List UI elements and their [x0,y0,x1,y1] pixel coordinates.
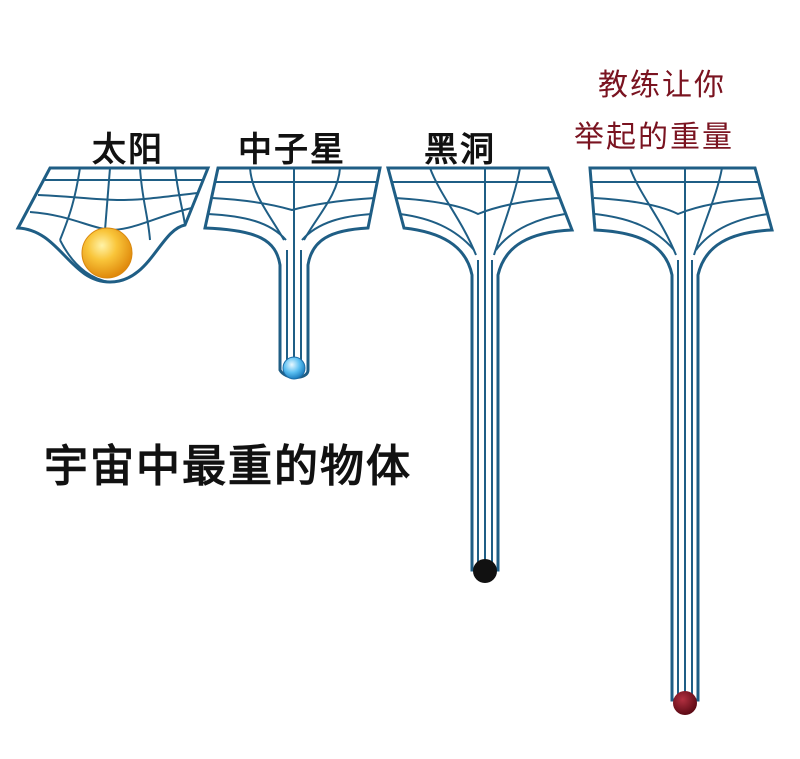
red-weight-sphere-icon [673,691,697,715]
black-hole-spacetime-grid [386,166,575,572]
sun-sphere-icon [81,227,133,279]
neutron-star-label: 中子星 [238,130,346,170]
coach-label-line1: 教练让你 [598,68,726,103]
black-hole-label: 黑洞 [424,130,496,170]
coach-label-line2: 举起的重量 [574,120,734,155]
neutron-star-sphere-icon [282,356,306,380]
coach-weight-spacetime-grid [588,166,774,702]
sun-spacetime-grid [15,166,211,284]
sun-label: 太阳 [92,130,164,170]
black-hole-sphere-icon [473,559,497,583]
main-caption: 宇宙中最重的物体 [44,441,412,492]
neutron-star-spacetime-grid [203,166,382,379]
